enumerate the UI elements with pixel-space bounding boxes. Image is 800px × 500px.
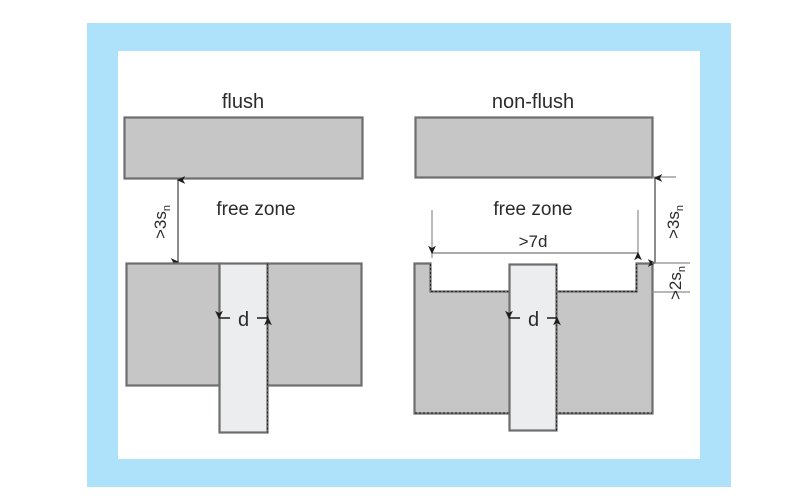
right-shaft (508, 263, 558, 432)
svg-text:>3sn: >3sn (664, 205, 686, 239)
left-shaft (218, 262, 269, 434)
left-shaft-dimension-label: d (238, 309, 249, 331)
right-title: non-flush (492, 91, 574, 113)
right-recess-dimension-subscript: n (676, 266, 688, 272)
left-gap-dimension-subscript: n (161, 205, 173, 211)
left-gap-dimension-label: >3sn (151, 205, 173, 239)
right-width-dimension-label: >7d (519, 232, 548, 251)
left-upper-body (123, 116, 364, 180)
svg-text:>2sn: >2sn (666, 266, 688, 300)
right-gap-dimension-label: >3sn (664, 205, 686, 239)
right-diagram-group: non-flush free zone >7d d >3sn (413, 91, 690, 432)
right-upper-body (414, 116, 654, 179)
right-shaft-dimension-label-bg (520, 306, 547, 330)
right-gap-dimension-prefix: >3s (664, 211, 683, 239)
left-target-left-half (125, 262, 221, 387)
left-diagram-group: flush free zone >3sn d (123, 91, 364, 434)
right-recess-dotted-outline (429, 264, 638, 293)
right-recess-dimension-prefix: >2s (666, 272, 685, 300)
svg-text:>3sn: >3sn (151, 205, 173, 239)
right-width-dimension-prefix: >7d (519, 232, 548, 251)
left-free-zone-label: free zone (216, 199, 295, 220)
left-shaft-dimension-label-bg (230, 306, 257, 330)
left-target-right-half (266, 262, 363, 387)
right-free-zone-label: free zone (493, 199, 572, 220)
right-recess-dimension-label: >2sn (666, 266, 688, 300)
left-title: flush (222, 91, 264, 113)
left-gap-dimension-prefix: >3s (151, 211, 170, 239)
right-gap-dimension-subscript: n (674, 205, 686, 211)
right-width-dimension-label-bg (502, 230, 564, 252)
right-shaft-dimension-label: d (528, 309, 539, 331)
